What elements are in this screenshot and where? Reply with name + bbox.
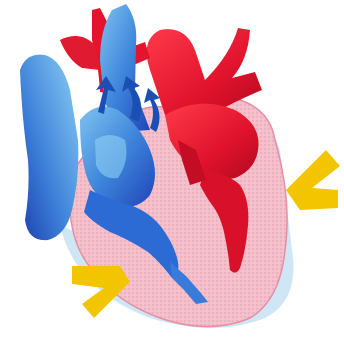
pointer-arrow-icon [286, 150, 340, 210]
superior-vena-cava [20, 55, 78, 241]
